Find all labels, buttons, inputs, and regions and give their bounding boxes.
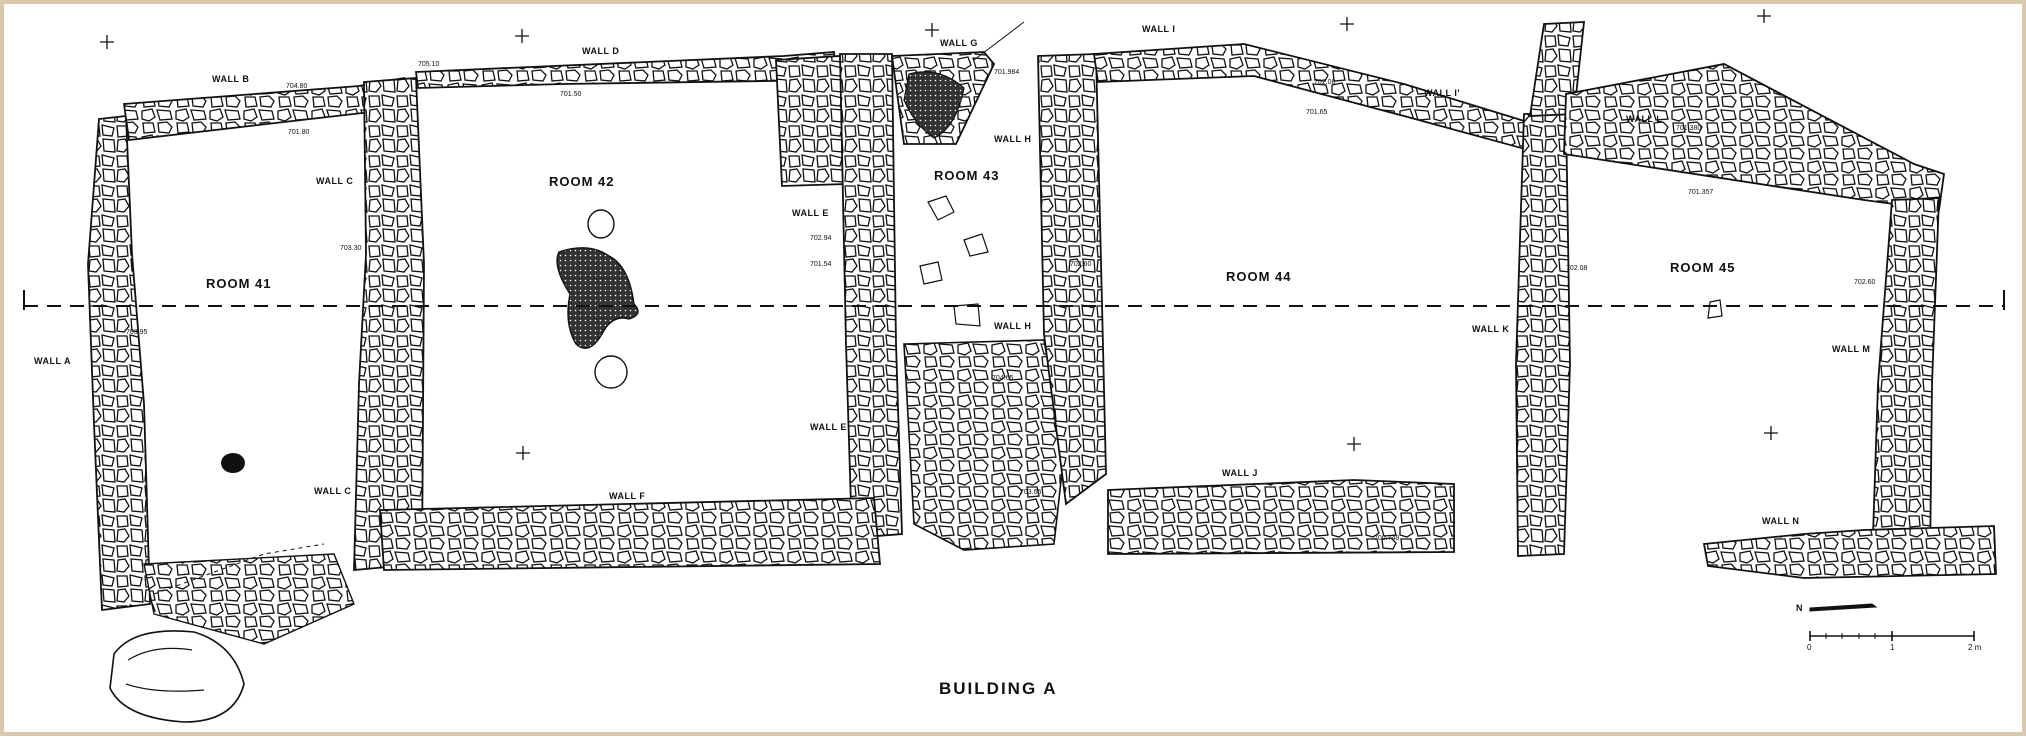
- wall-m-label: WALL M: [1832, 344, 1870, 354]
- wall-f-label: WALL F: [609, 491, 645, 501]
- north-arrow: N: [1796, 603, 1878, 613]
- elevation-label: 702.60: [1854, 279, 1876, 286]
- wall-k-label: WALL K: [1472, 324, 1509, 334]
- room-42-hearth-pit: [556, 247, 639, 349]
- wall-i-label: WALL I: [1142, 24, 1175, 34]
- wall-j-label: WALL J: [1222, 468, 1258, 478]
- wall-c-lower-label: WALL C: [314, 486, 351, 496]
- wall-g-stained-deposit: [903, 71, 965, 139]
- wall-n-stones: [1702, 525, 1997, 579]
- wall-c-stones: [353, 77, 425, 571]
- elevation-label: 702.94: [810, 235, 832, 242]
- drawing-title: BUILDING A: [939, 679, 1058, 698]
- grid-crosses: [100, 9, 1778, 460]
- elevation-label: 702.60: [1070, 261, 1092, 268]
- elevation-label: 701.357: [1688, 189, 1713, 196]
- wall-g-label: WALL G: [940, 38, 978, 48]
- elevation-label: 703.65: [1020, 489, 1042, 496]
- wall-l-stones: [1563, 63, 1945, 212]
- wall-m-stones: [1871, 197, 1940, 567]
- corner-block-stones: [775, 55, 847, 187]
- elevation-label: 701.50: [560, 91, 582, 98]
- scale-bar: 0 1 2 m: [1807, 631, 1982, 652]
- elevation-label: 700.748: [1374, 535, 1399, 542]
- elevation-label: 704.80: [286, 83, 308, 90]
- room-44-label: ROOM 44: [1226, 269, 1292, 284]
- elevation-label: 701.984: [994, 69, 1019, 76]
- elevation-label: 701.380: [1676, 125, 1701, 132]
- wall-h-upper-label: WALL H: [994, 134, 1031, 144]
- elevation-label: 701.65: [1306, 109, 1328, 116]
- scale-tick-label: 1: [1890, 643, 1895, 652]
- wall-d-stones: [414, 51, 837, 89]
- wall-c-upper-label: WALL C: [316, 176, 353, 186]
- sw-rubble: [143, 553, 355, 645]
- elevation-label: 701.54: [810, 261, 832, 268]
- elevation-readings: 704.80 701.80 705.10 701.50 701.984 702.…: [126, 61, 1876, 542]
- site-plan-drawing: ROOM 41 ROOM 42 ROOM 43 ROOM 44 ROOM 45 …: [23, 9, 2005, 723]
- scale-tick-label: 0: [1807, 643, 1812, 652]
- elevation-label: 702.08: [1314, 79, 1336, 86]
- room-43-rubble: [903, 339, 1065, 551]
- wall-a-label: WALL A: [34, 356, 71, 366]
- wall-i-stones: [1092, 43, 1537, 154]
- wall-h-lower-label: WALL H: [994, 321, 1031, 331]
- wall-a-stones: [87, 114, 151, 612]
- north-arrow-icon: [1809, 603, 1878, 612]
- wall-b-label: WALL B: [212, 74, 249, 84]
- wall-l-label: WALL L: [1626, 114, 1662, 124]
- scale-tick-label: 2 m: [1968, 643, 1982, 652]
- room-42-label: ROOM 42: [549, 174, 615, 189]
- wall-e-upper-label: WALL E: [792, 208, 829, 218]
- room-45-label: ROOM 45: [1670, 260, 1736, 275]
- north-label: N: [1796, 603, 1803, 613]
- elevation-label: 702.08: [1566, 265, 1588, 272]
- wall-d-label: WALL D: [582, 46, 619, 56]
- wall-i-prime-label: WALL I': [1424, 88, 1460, 98]
- elevation-label: 701.80: [288, 129, 310, 136]
- boulder: [109, 630, 245, 723]
- room-43-label: ROOM 43: [934, 168, 1000, 183]
- wall-j-stones: [1107, 479, 1455, 555]
- room-42-posthole: [594, 355, 628, 389]
- wall-e-lower-label: WALL E: [810, 422, 847, 432]
- room-41-label: ROOM 41: [206, 276, 272, 291]
- room-41-posthole: [221, 453, 245, 473]
- elevation-label: 704.65: [992, 375, 1014, 382]
- wall-k-stones: [1515, 113, 1571, 557]
- wall-e-stones: [839, 53, 903, 539]
- elevation-label: 703.30: [340, 245, 362, 252]
- wall-f-stones: [379, 497, 881, 571]
- elevation-label: 705.10: [418, 61, 440, 68]
- elevation-label: 703.95: [126, 329, 148, 336]
- wall-n-label: WALL N: [1762, 516, 1799, 526]
